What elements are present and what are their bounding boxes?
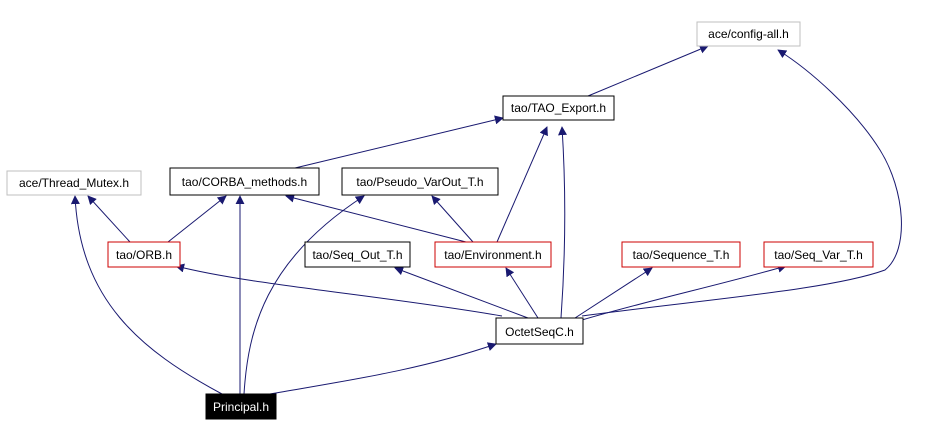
node-seq-var[interactable]: tao/Seq_Var_T.h xyxy=(763,241,874,268)
edge-principal-to-pseudo-varout xyxy=(243,195,365,395)
node-label-principal: Principal.h xyxy=(213,400,269,414)
edge-principal-to-thread-mutex xyxy=(70,195,223,395)
node-label-seq-out: tao/Seq_Out_T.h xyxy=(312,248,402,262)
edge-environment-to-tao-export xyxy=(496,126,548,243)
node-orb[interactable]: tao/ORB.h xyxy=(107,241,181,268)
edge-octetseq-to-seq-out xyxy=(394,266,529,319)
node-label-sequence-t: tao/Sequence_T.h xyxy=(633,248,730,262)
node-label-tao-export: tao/TAO_Export.h xyxy=(511,101,606,115)
node-octetseq[interactable]: OctetSeqC.h xyxy=(495,317,584,345)
node-principal[interactable]: Principal.h xyxy=(205,393,277,420)
edge-environment-to-pseudo-varout xyxy=(431,195,474,243)
node-label-config-all: ace/config-all.h xyxy=(708,27,789,41)
node-label-corba-methods: tao/CORBA_methods.h xyxy=(182,175,307,189)
edge-environment-to-corba-methods xyxy=(285,193,467,243)
node-label-thread-mutex: ace/Thread_Mutex.h xyxy=(19,176,129,190)
node-sequence-t[interactable]: tao/Sequence_T.h xyxy=(621,241,741,268)
edge-octetseq-to-sequence-t xyxy=(574,267,653,319)
edge-orb-to-thread-mutex xyxy=(87,195,131,243)
edge-orb-to-corba-methods xyxy=(167,195,227,243)
node-label-seq-var: tao/Seq_Var_T.h xyxy=(774,248,863,262)
node-tao-export[interactable]: tao/TAO_Export.h xyxy=(502,95,615,121)
edge-octetseq-to-environment xyxy=(505,267,539,319)
node-seq-out[interactable]: tao/Seq_Out_T.h xyxy=(304,241,411,268)
node-layer: ace/config-all.h tao/TAO_Export.h ace/Th… xyxy=(6,21,874,420)
node-corba-methods[interactable]: tao/CORBA_methods.h xyxy=(169,167,320,196)
edge-octetseq-to-tao-export xyxy=(558,126,568,319)
edge-octetseq-to-config-all xyxy=(581,49,902,317)
edge-corba-methods-to-tao-export xyxy=(294,115,504,169)
node-thread-mutex[interactable]: ace/Thread_Mutex.h xyxy=(6,170,142,196)
edge-octetseq-to-seq-var xyxy=(581,263,787,321)
node-label-octetseq: OctetSeqC.h xyxy=(505,325,574,339)
node-config-all[interactable]: ace/config-all.h xyxy=(696,21,801,47)
edge-tao-export-to-config-all xyxy=(587,44,709,97)
node-label-pseudo-varout: tao/Pseudo_VarOut_T.h xyxy=(356,175,483,189)
edge-octetseq-to-orb xyxy=(175,263,503,317)
node-environment[interactable]: tao/Environment.h xyxy=(434,241,552,268)
node-pseudo-varout[interactable]: tao/Pseudo_VarOut_T.h xyxy=(341,167,499,196)
edge-principal-to-octetseq xyxy=(269,342,497,395)
edge-layer xyxy=(70,44,902,395)
node-label-orb: tao/ORB.h xyxy=(116,248,172,262)
node-label-environment: tao/Environment.h xyxy=(444,248,541,262)
